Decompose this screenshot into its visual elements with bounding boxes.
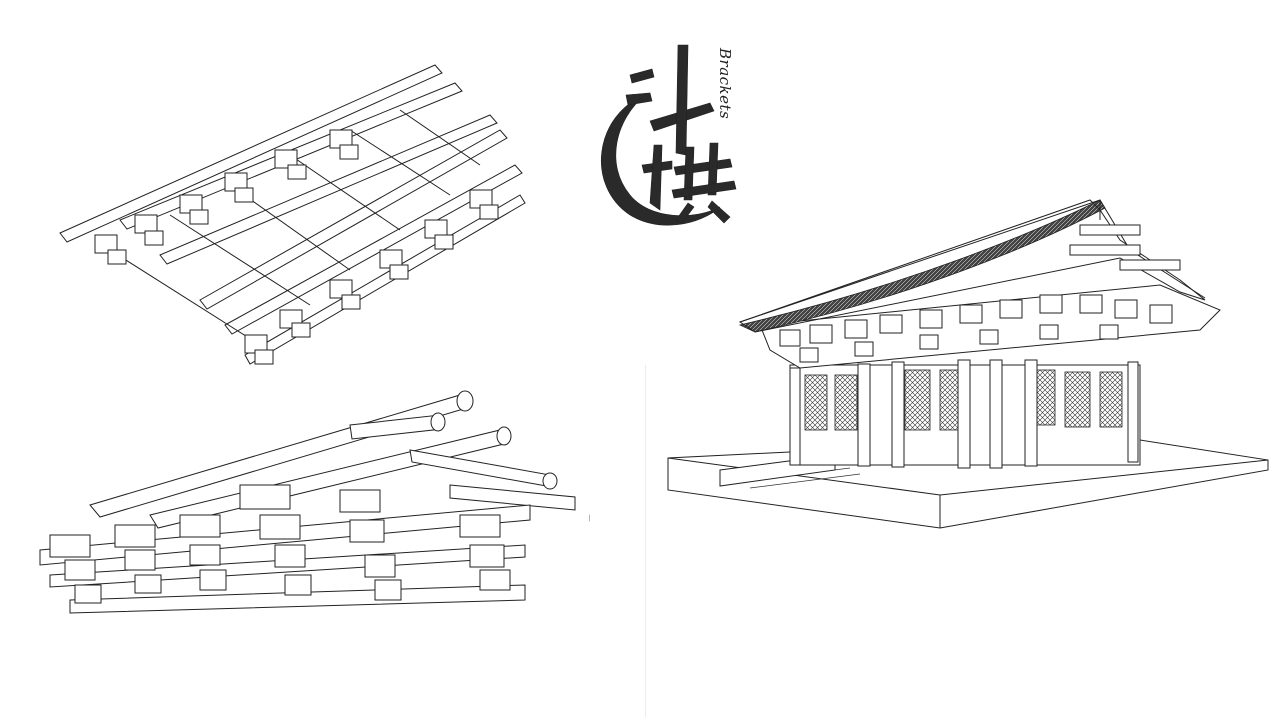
columns-and-walls — [789, 359, 1141, 469]
dou-character — [625, 44, 715, 156]
bracket-set-side-view — [39, 390, 590, 614]
bracket-blocks-side — [49, 484, 511, 604]
hall-perspective — [667, 199, 1269, 529]
panel-divider — [645, 365, 646, 717]
cross-beams — [109, 109, 481, 346]
roof — [738, 199, 1206, 333]
bracket-set-top-view — [59, 64, 526, 365]
logo-subtitle: Brackets — [716, 48, 734, 120]
gong-character — [641, 142, 737, 224]
eave-brackets — [759, 284, 1221, 369]
bracket-blocks — [94, 129, 499, 365]
calligraphy-logo — [600, 44, 737, 226]
